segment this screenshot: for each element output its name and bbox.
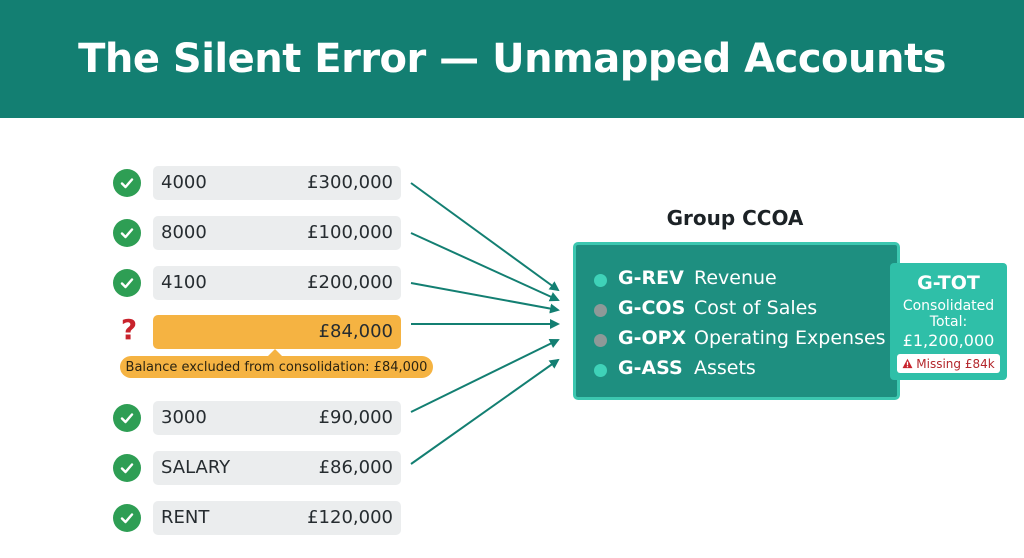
active-dot-icon	[594, 274, 607, 287]
account-amount: £90,000	[318, 407, 393, 428]
account-pill: 4000 £300,000	[153, 166, 401, 200]
inactive-dot-icon	[594, 334, 607, 347]
total-label: Consolidated Total:	[902, 298, 995, 330]
account-amount: £300,000	[307, 172, 393, 193]
account-code: 8000	[161, 222, 207, 243]
arrow-4100	[410, 282, 560, 314]
arrow-8000	[410, 232, 560, 302]
check-circle-icon	[113, 454, 141, 482]
ccoa-item: G-REV Revenue	[594, 267, 894, 293]
check-circle-icon	[113, 219, 141, 247]
account-amount: £84,000	[318, 321, 393, 342]
check-circle-icon	[113, 404, 141, 432]
unmapped-account-row: ? £84,000	[113, 313, 403, 349]
ccoa-item: G-COS Cost of Sales	[594, 297, 894, 323]
account-code: SALARY	[161, 457, 231, 478]
arrow-4000	[410, 182, 560, 292]
account-row: 4000 £300,000	[113, 166, 403, 200]
arrow-3000	[410, 339, 560, 413]
account-pill: SALARY £86,000	[153, 451, 401, 485]
check-circle-icon	[113, 169, 141, 197]
consolidated-total-card: G-TOT Consolidated Total: £1,200,000 Mis…	[890, 263, 1007, 380]
account-pill: RENT £120,000	[153, 501, 401, 535]
account-row: 3000 £90,000	[113, 401, 403, 435]
ccoa-name: Revenue	[694, 267, 777, 289]
account-pill: 8000 £100,000	[153, 216, 401, 250]
account-amount: £120,000	[307, 507, 393, 528]
account-amount: £100,000	[307, 222, 393, 243]
account-code: RENT	[161, 507, 210, 528]
account-pill: 3000 £90,000	[153, 401, 401, 435]
unmapped-warning-tooltip: Balance excluded from consolidation: £84…	[120, 349, 433, 378]
arrow-salary	[410, 358, 560, 465]
total-code: G-TOT	[917, 272, 980, 294]
ccoa-code: G-REV	[618, 267, 684, 289]
ccoa-name: Operating Expenses	[694, 327, 886, 349]
missing-text: Missing £84k	[916, 356, 995, 371]
ccoa-item: G-ASS Assets	[594, 357, 894, 383]
account-row: 8000 £100,000	[113, 216, 403, 250]
account-pill: 4100 £200,000	[153, 266, 401, 300]
ccoa-box: G-REV Revenue G-COS Cost of Sales G-OPX …	[573, 242, 900, 400]
account-amount: £86,000	[318, 457, 393, 478]
account-row: 4100 £200,000	[113, 266, 403, 300]
total-value: £1,200,000	[902, 331, 995, 350]
warning-triangle-icon	[902, 358, 913, 369]
ccoa-name: Assets	[694, 357, 756, 379]
check-circle-icon	[113, 269, 141, 297]
inactive-dot-icon	[594, 304, 607, 317]
account-code: 4100	[161, 272, 207, 293]
account-row: RENT £120,000	[113, 501, 403, 535]
ccoa-name: Cost of Sales	[694, 297, 818, 319]
account-row: SALARY £86,000	[113, 451, 403, 485]
ccoa-code: G-ASS	[618, 357, 683, 379]
account-code: 3000	[161, 407, 207, 428]
ccoa-title: Group CCOA	[666, 206, 804, 230]
unmapped-account-pill: £84,000	[153, 315, 401, 349]
account-amount: £200,000	[307, 272, 393, 293]
account-code: 4000	[161, 172, 207, 193]
ccoa-item: G-OPX Operating Expenses	[594, 327, 894, 353]
check-circle-icon	[113, 504, 141, 532]
ccoa-code: G-COS	[618, 297, 686, 319]
title-banner: The Silent Error — Unmapped Accounts	[0, 0, 1024, 118]
ccoa-code: G-OPX	[618, 327, 687, 349]
missing-badge: Missing £84k	[897, 354, 1000, 373]
active-dot-icon	[594, 364, 607, 377]
page-title: The Silent Error — Unmapped Accounts	[78, 36, 946, 82]
question-mark-icon: ?	[120, 313, 138, 346]
